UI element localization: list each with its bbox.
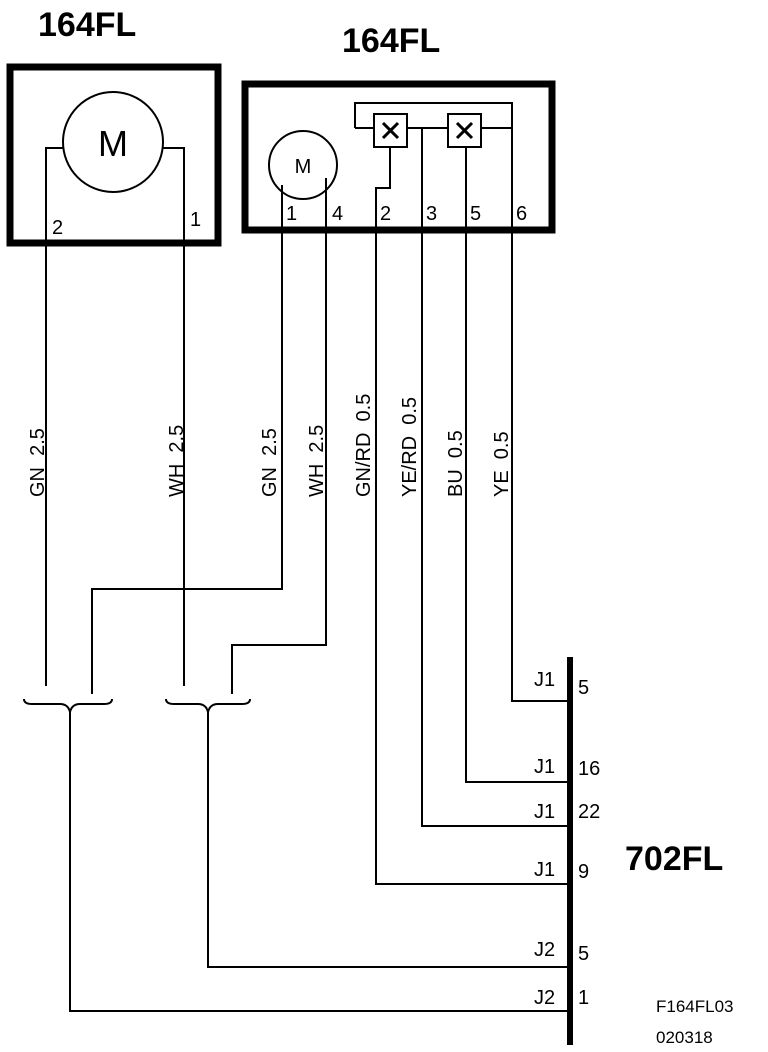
wire-ye [511, 230, 570, 702]
wire-label: BU 0.5 [445, 430, 467, 497]
wire-label: YE 0.5 [491, 431, 513, 497]
terminal-pin: 5 [578, 943, 589, 965]
wire-labels: GN 2.5 WH 2.5 GN 2.5 WH 2.5 GN/RD 0.5 YE… [27, 394, 513, 497]
terminal-pin: 9 [578, 861, 589, 883]
wire-label: GN 2.5 [259, 428, 281, 497]
right-motor-label: M [295, 156, 312, 178]
terminal-jack: J1 [534, 801, 555, 823]
wire-ye-rd [421, 230, 570, 827]
terminal-jack: J1 [534, 756, 555, 778]
terminal-pin: 1 [578, 987, 589, 1009]
left-motor-lead-2 [45, 147, 64, 240]
wire-gn-right [91, 230, 283, 694]
right-pin-3: 3 [426, 203, 437, 225]
connector-702fl: 702FL J1 5 J1 16 J1 22 J1 9 J2 5 J2 1 [534, 657, 723, 1045]
terminal-jack: J1 [534, 669, 555, 691]
right-pin-6: 6 [516, 203, 527, 225]
left-motor-lead-1 [162, 147, 185, 240]
wire-bu [465, 230, 570, 783]
right-component-box [241, 80, 556, 234]
right-pin-2: 2 [380, 203, 391, 225]
wire-gn-rd [375, 230, 570, 885]
switch-icon [373, 113, 408, 148]
wires [45, 230, 570, 885]
wire-wh-right [231, 230, 327, 694]
wire-label: WH 2.5 [306, 425, 328, 497]
figure-code-line1: F164FL03 [656, 997, 734, 1016]
right-component: 164FL M 1 4 2 3 5 6 [241, 22, 556, 234]
left-pin-1: 1 [190, 209, 201, 231]
terminal-pin: 22 [578, 801, 600, 823]
left-component-title: 164FL [38, 6, 136, 44]
terminal-jack: J2 [534, 939, 555, 961]
terminal-jack: J2 [534, 987, 555, 1009]
left-motor-label: M [98, 123, 128, 164]
figure-code: F164FL03 020318 [656, 997, 734, 1047]
wire-label: GN 2.5 [27, 428, 49, 497]
left-component-box [6, 63, 222, 247]
figure-code-line2: 020318 [656, 1028, 713, 1047]
splice-left [23, 698, 570, 1012]
left-motor-icon: M [62, 91, 164, 193]
connector-title: 702FL [625, 840, 723, 878]
wire-label: YE/RD 0.5 [399, 397, 421, 497]
left-component: 164FL M 2 1 [6, 6, 222, 247]
left-pin-2: 2 [52, 217, 63, 239]
internal-bus-wire [354, 102, 513, 228]
terminal-pin: 16 [578, 758, 600, 780]
wire-label: WH 2.5 [166, 425, 188, 497]
internal-lead-pin-2 [375, 147, 391, 228]
terminal-pin: 5 [578, 677, 589, 699]
switch-icon [447, 113, 482, 148]
right-pin-1: 1 [286, 203, 297, 225]
right-component-title: 164FL [342, 22, 440, 60]
terminal-jack: J1 [534, 859, 555, 881]
right-pin-4: 4 [332, 203, 343, 225]
right-pin-5: 5 [470, 203, 481, 225]
right-motor-icon: M [268, 130, 338, 200]
splice-right [165, 698, 570, 968]
wire-label: GN/RD 0.5 [353, 394, 375, 497]
